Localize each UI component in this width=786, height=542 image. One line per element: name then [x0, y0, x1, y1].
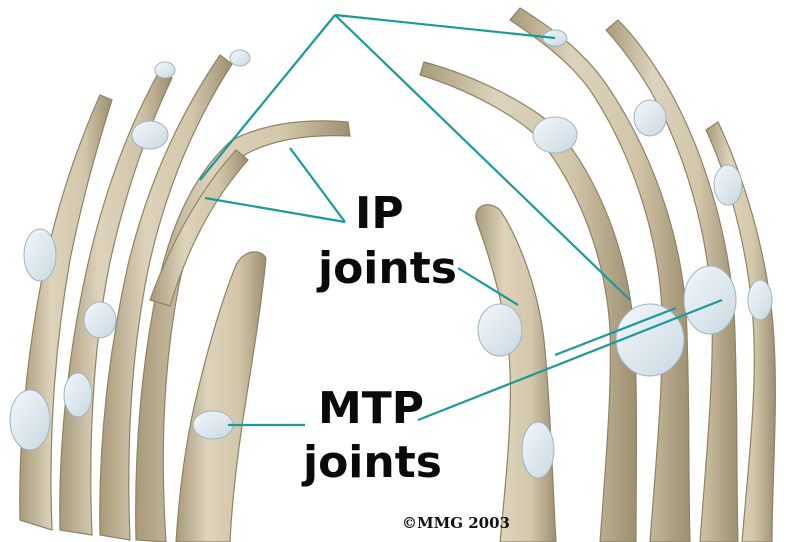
cartilage-cap: [684, 266, 736, 334]
cartilage-cap: [533, 117, 577, 153]
cartilage-cap: [193, 411, 233, 439]
cartilage-cap: [634, 100, 666, 136]
ip-label-line1: IP: [355, 188, 404, 239]
right-big-toe: [476, 205, 556, 542]
cartilage-cap: [132, 121, 168, 149]
cartilage-cap: [10, 390, 50, 450]
mtp-label-line2: joints: [301, 437, 442, 488]
cartilage-cap: [616, 304, 684, 376]
mtp-label-line1: MTP: [318, 383, 424, 434]
cartilage-cap: [714, 165, 742, 205]
left-big-toe: [176, 252, 266, 542]
cartilage-cap: [748, 280, 772, 320]
leader-line: [290, 148, 345, 222]
ip-label-line2: joints: [316, 243, 457, 294]
cartilage-cap: [24, 229, 56, 281]
cartilage-cap: [64, 373, 92, 417]
cartilage-cap: [84, 302, 116, 338]
cartilage-cap: [522, 422, 554, 478]
cartilage-cap: [478, 304, 522, 356]
cartilage-cap: [155, 62, 175, 78]
cartilage-cap: [230, 50, 250, 66]
copyright-text: ©MMG 2003: [402, 514, 510, 532]
leader-line: [200, 15, 335, 180]
leader-line: [205, 198, 345, 222]
